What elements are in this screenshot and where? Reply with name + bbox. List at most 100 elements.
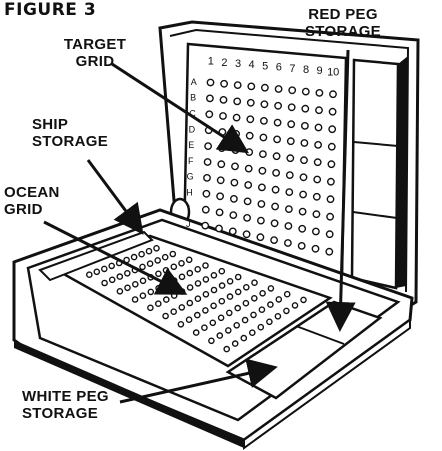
ocean-peghole bbox=[203, 263, 208, 268]
target-peghole bbox=[288, 121, 294, 127]
ocean-peghole bbox=[179, 274, 184, 279]
ocean-peghole bbox=[154, 246, 159, 251]
target-peghole bbox=[232, 147, 238, 153]
ocean-peghole bbox=[187, 271, 192, 276]
ocean-peghole bbox=[243, 318, 248, 323]
target-peghole bbox=[261, 101, 267, 107]
ocean-peghole bbox=[268, 302, 273, 307]
ocean-peghole bbox=[284, 308, 289, 313]
target-peghole bbox=[329, 144, 335, 150]
ocean-peghole bbox=[146, 249, 151, 254]
red-peg-storage-line2: STORAGE bbox=[288, 23, 398, 40]
ocean-peghole bbox=[172, 278, 177, 283]
target-grid-line1: TARGET bbox=[54, 36, 136, 53]
target-peghole bbox=[327, 196, 333, 202]
ocean-peghole bbox=[125, 285, 130, 290]
target-peghole bbox=[315, 142, 321, 148]
target-peghole bbox=[329, 126, 335, 132]
ocean-peghole bbox=[187, 300, 192, 305]
target-peghole bbox=[287, 172, 293, 178]
ocean-peghole bbox=[203, 277, 208, 282]
target-peghole bbox=[206, 111, 212, 117]
target-peghole bbox=[216, 225, 222, 231]
ship-storage-line2: STORAGE bbox=[32, 133, 108, 150]
ocean-peghole bbox=[148, 261, 153, 266]
ocean-peghole bbox=[234, 323, 239, 328]
target-peghole bbox=[207, 95, 213, 101]
target-peghole bbox=[273, 170, 279, 176]
ocean-peghole bbox=[187, 257, 192, 262]
ocean-peghole bbox=[139, 252, 144, 257]
ocean-peghole bbox=[210, 320, 215, 325]
target-peghole bbox=[301, 157, 307, 163]
target-peghole bbox=[288, 138, 294, 144]
target-peghole bbox=[313, 228, 319, 234]
target-peghole bbox=[233, 131, 239, 137]
figure-label: FIGURE 3 bbox=[4, 2, 96, 19]
ocean-peghole bbox=[170, 251, 175, 256]
ocean-peghole bbox=[250, 330, 255, 335]
ocean-peghole bbox=[179, 305, 184, 310]
ocean-peghole bbox=[220, 283, 225, 288]
ocean-peghole bbox=[227, 310, 232, 315]
target-peghole bbox=[314, 176, 320, 182]
ocean-peghole bbox=[195, 313, 200, 318]
target-peghole bbox=[314, 194, 320, 200]
ocean-peghole bbox=[211, 273, 216, 278]
target-peghole bbox=[299, 208, 305, 214]
target-peghole bbox=[203, 207, 209, 213]
ocean-peghole bbox=[227, 294, 232, 299]
ocean-peghole bbox=[233, 341, 238, 346]
target-grid-row-label: H bbox=[186, 188, 193, 198]
ocean-peghole bbox=[258, 325, 263, 330]
target-grid-line2: GRID bbox=[54, 53, 136, 70]
target-peghole bbox=[302, 123, 308, 129]
target-peghole bbox=[285, 240, 291, 246]
target-peghole bbox=[272, 203, 278, 209]
ocean-peghole bbox=[133, 297, 138, 302]
target-grid-row-label: G bbox=[187, 172, 194, 182]
target-peghole bbox=[286, 206, 292, 212]
target-peghole bbox=[205, 143, 211, 149]
ocean-peghole bbox=[102, 266, 107, 271]
ocean-peghole bbox=[109, 263, 114, 268]
target-grid-row-label: A bbox=[191, 77, 197, 87]
ocean-peghole bbox=[235, 306, 240, 311]
ocean-peghole bbox=[268, 286, 273, 291]
target-peghole bbox=[216, 209, 222, 215]
target-peghole bbox=[289, 104, 295, 110]
ocean-peghole bbox=[156, 271, 161, 276]
target-peghole bbox=[315, 159, 321, 165]
ocean-peghole bbox=[236, 289, 241, 294]
ocean-peghole bbox=[285, 292, 290, 297]
target-peghole bbox=[204, 175, 210, 181]
target-peghole bbox=[316, 107, 322, 113]
ocean-peghole bbox=[171, 309, 176, 314]
target-peghole bbox=[217, 193, 223, 199]
ocean-peghole bbox=[224, 347, 229, 352]
target-peghole bbox=[220, 113, 226, 119]
ocean-peghole bbox=[219, 269, 224, 274]
target-grid-column-label: 1 bbox=[208, 56, 214, 68]
ocean-peghole bbox=[187, 317, 192, 322]
ocean-peghole bbox=[267, 319, 272, 324]
target-peghole bbox=[301, 140, 307, 146]
target-peghole bbox=[243, 231, 249, 237]
target-grid-label: TARGET GRID bbox=[54, 36, 136, 70]
target-peghole bbox=[285, 223, 291, 229]
target-grid-column-label: 8 bbox=[303, 64, 309, 76]
ocean-peghole bbox=[195, 281, 200, 286]
ocean-peghole bbox=[94, 269, 99, 274]
target-peghole bbox=[272, 187, 278, 193]
target-peghole bbox=[203, 191, 209, 197]
target-peghole bbox=[260, 151, 266, 157]
target-grid-column-label: 9 bbox=[317, 65, 323, 77]
ocean-peghole bbox=[252, 296, 257, 301]
ocean-peghole bbox=[133, 282, 138, 287]
target-peghole bbox=[231, 196, 237, 202]
target-peghole bbox=[302, 106, 308, 112]
red-peg-storage-line1: RED PEG bbox=[288, 6, 398, 23]
ocean-peghole bbox=[140, 293, 145, 298]
ocean-peghole bbox=[244, 285, 249, 290]
